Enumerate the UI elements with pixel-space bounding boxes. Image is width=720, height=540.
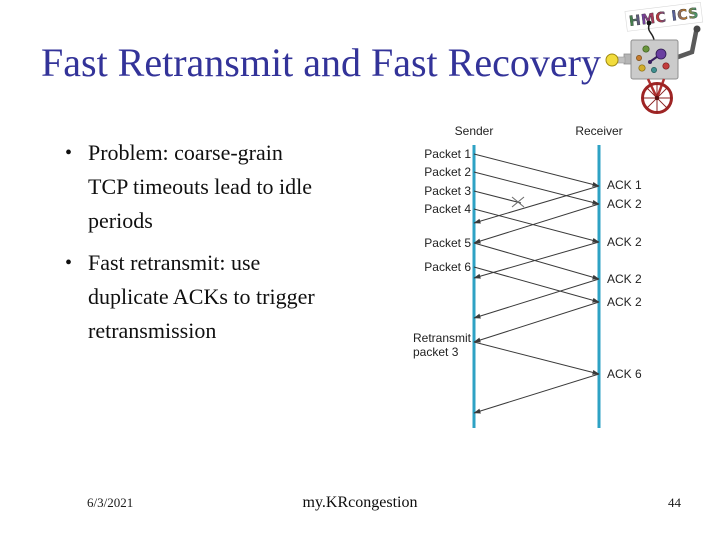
packet2-label: Packet 2: [424, 165, 471, 179]
footer-date: 6/3/2021: [87, 495, 134, 510]
packet-loss-x-icon: [511, 196, 525, 208]
ack2-dup3-label: ACK 2: [607, 295, 642, 309]
ack2-dup3-arrow: [473, 301, 600, 343]
packet3-label: Packet 3: [424, 184, 471, 198]
bullet-item: Problem: coarse-grain TCP timeouts lead …: [63, 136, 363, 238]
robot-arm-icon: [675, 29, 699, 60]
packet4-arrow: [473, 208, 600, 243]
packet1-arrow: [473, 153, 600, 187]
ack6-label: ACK 6: [607, 367, 642, 381]
robot-hand: [693, 25, 701, 33]
packet4-label: Packet 4: [424, 202, 471, 216]
robot-antenna-tip: [646, 20, 652, 26]
logo-banner: HMC ICS: [624, 2, 704, 32]
ack2-arrow: [473, 203, 600, 244]
ack6-arrow: [473, 373, 600, 414]
robot-face-dots: [636, 45, 670, 73]
ack2-label: ACK 2: [607, 197, 642, 211]
robot-antenna-icon: [647, 24, 655, 41]
sender-label: Sender: [455, 124, 494, 138]
ack-arrows: [473, 185, 600, 414]
ack2-dup1-label: ACK 2: [607, 235, 642, 249]
lightbulb-icon: [605, 53, 619, 67]
packet-arrows: [473, 153, 600, 375]
retransmit-packet3-arrow: [473, 341, 600, 375]
slide-number: 44: [668, 495, 681, 510]
packet2-arrow: [473, 171, 600, 205]
receiver-label: Receiver: [575, 124, 622, 138]
packet1-label: Packet 1: [424, 147, 471, 161]
ack2-dup2-arrow: [473, 278, 600, 319]
ack2-dup1-arrow: [473, 241, 600, 279]
retransmit-label-line2: packet 3: [413, 345, 459, 359]
slide-title: Fast Retransmit and Fast Recovery: [41, 40, 601, 85]
packet6-label: Packet 6: [424, 260, 471, 274]
ack1-label: ACK 1: [607, 178, 642, 192]
packet5-arrow: [473, 242, 600, 280]
hmc-ics-logo: HMC ICS: [605, 2, 704, 114]
packet3-arrow-lost: [473, 190, 522, 204]
bullet-item: Fast retransmit: use duplicate ACKs to t…: [63, 246, 363, 348]
packet6-arrow: [473, 266, 600, 303]
packet5-label: Packet 5: [424, 236, 471, 250]
ack2-dup2-label: ACK 2: [607, 272, 642, 286]
ack1-arrow: [473, 185, 600, 224]
bullet-list: Problem: coarse-grain TCP timeouts lead …: [63, 136, 363, 356]
unicycle-icon: [641, 78, 673, 114]
footer-deck-name: my.KRcongestion: [302, 494, 418, 511]
retransmit-label-line1: Retransmit: [413, 331, 472, 345]
tcp-timeline-diagram: Sender Receiver Packet 1 Pack: [413, 124, 642, 428]
